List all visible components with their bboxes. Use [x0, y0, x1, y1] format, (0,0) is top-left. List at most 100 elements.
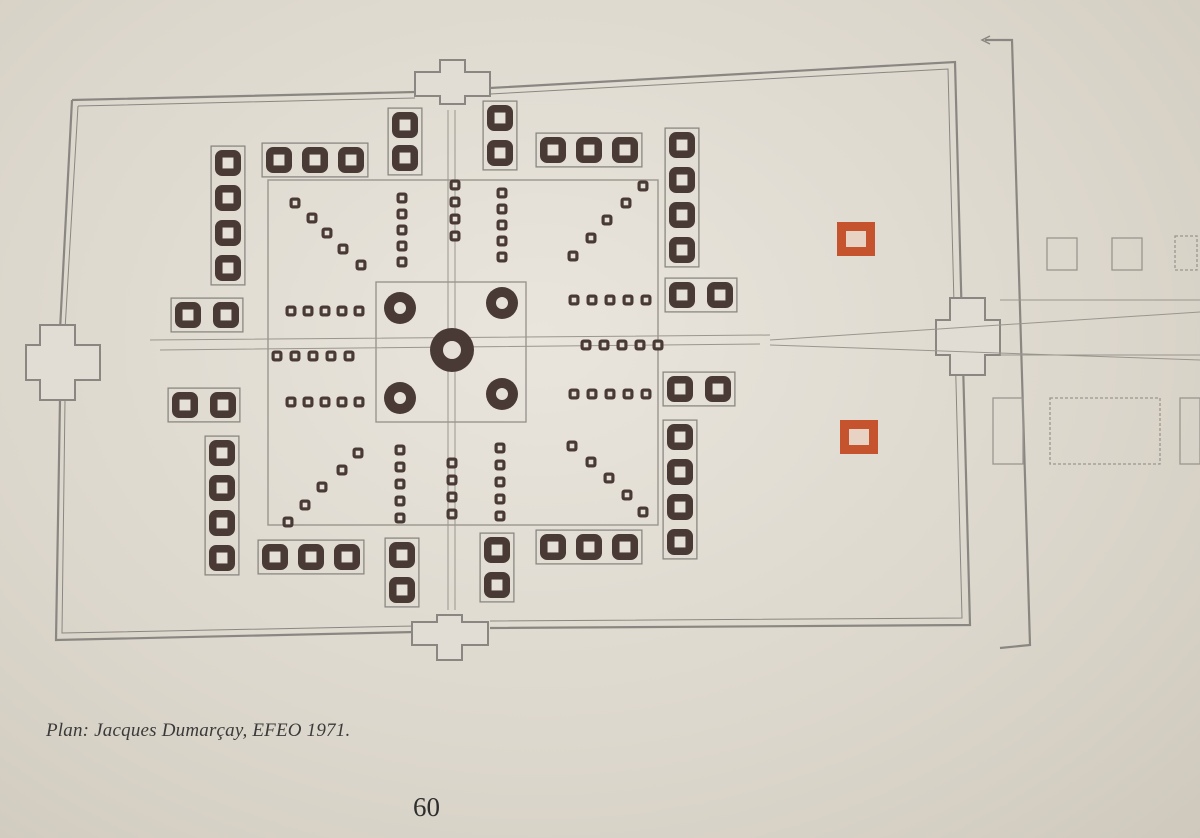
shrine-core — [676, 139, 688, 151]
shrine-platform — [170, 297, 244, 333]
shrine-core — [310, 353, 316, 359]
shrine-core — [497, 445, 503, 451]
shrine-core — [288, 308, 294, 314]
shrine-core — [339, 467, 345, 473]
shrine-core — [607, 391, 613, 397]
shrine-core — [222, 262, 234, 274]
shrine-core — [399, 243, 405, 249]
shrine-core — [637, 342, 643, 348]
shrine-core — [179, 399, 191, 411]
shrine-core — [625, 297, 631, 303]
shrine-core — [269, 551, 281, 563]
shrine-core — [676, 289, 688, 301]
shrine-core — [274, 353, 280, 359]
shrine-core — [499, 254, 505, 260]
shrine-core — [547, 541, 559, 553]
shrine-core — [449, 477, 455, 483]
shrine-core — [222, 157, 234, 169]
shrine-platform — [535, 132, 643, 168]
shrine-core — [606, 475, 612, 481]
shrine-core — [547, 144, 559, 156]
shrine-core — [305, 399, 311, 405]
shrine-core — [452, 216, 458, 222]
shrine-core — [452, 182, 458, 188]
shrine-platform — [662, 371, 736, 407]
shrine-core — [328, 353, 334, 359]
site-plan-drawing — [25, 35, 1200, 661]
shrine-core — [583, 541, 595, 553]
shrine-platform — [167, 387, 241, 423]
shrine-core — [449, 460, 455, 466]
shrine-core — [399, 211, 405, 217]
shrine-core — [399, 227, 405, 233]
shrine-core — [607, 297, 613, 303]
shrine-platform — [384, 537, 420, 608]
shrine-core — [623, 200, 629, 206]
shrine-core — [640, 509, 646, 515]
shrine-core — [619, 541, 631, 553]
shrine-platform — [479, 532, 515, 603]
shrine-core — [588, 459, 594, 465]
shrine-core — [339, 308, 345, 314]
shrine-core — [399, 259, 405, 265]
gate-west — [25, 324, 101, 401]
shrine-core — [583, 144, 595, 156]
shrine-core — [222, 192, 234, 204]
shrine-core — [571, 297, 577, 303]
shrine-core — [216, 517, 228, 529]
shrine-core — [324, 230, 330, 236]
shrine-core — [588, 235, 594, 241]
shrine-core — [273, 154, 285, 166]
shrine-core — [497, 496, 503, 502]
shrine-platform — [664, 277, 738, 313]
shrine-core — [397, 515, 403, 521]
shrine-core — [399, 119, 411, 131]
shrine-core — [491, 579, 503, 591]
shrine-core — [346, 353, 352, 359]
shrine-core — [305, 551, 317, 563]
shrine-platform — [662, 419, 698, 560]
shrine-core — [217, 399, 229, 411]
shrine-core — [571, 391, 577, 397]
shrine-core — [396, 549, 408, 561]
shrine-core — [399, 152, 411, 164]
outer-structures — [992, 235, 1200, 465]
shrine-core — [220, 309, 232, 321]
shrine-core — [674, 383, 686, 395]
shrine-core — [397, 464, 403, 470]
shrine-core — [601, 342, 607, 348]
shrine-core — [182, 309, 194, 321]
shrine-platform — [535, 529, 643, 565]
shrine-core — [712, 383, 724, 395]
shrine-core — [396, 584, 408, 596]
shrine-core — [356, 308, 362, 314]
shrine-core — [494, 112, 506, 124]
shrine-core — [676, 174, 688, 186]
shrine-core — [583, 342, 589, 348]
shrine-core — [216, 552, 228, 564]
shrine-core — [589, 391, 595, 397]
shrine-core — [640, 183, 646, 189]
shrine-core — [292, 353, 298, 359]
shrine-core — [676, 244, 688, 256]
shrine-core — [340, 246, 346, 252]
shrine-core — [494, 147, 506, 159]
shrine-core — [358, 262, 364, 268]
small-shrine-group — [271, 179, 664, 528]
shrine-core — [676, 209, 688, 221]
gate-north — [414, 59, 491, 105]
shrine-core — [397, 447, 403, 453]
shrine-core — [491, 544, 503, 556]
shrine-core — [499, 238, 505, 244]
shrine-core — [397, 481, 403, 487]
shrine-core — [449, 511, 455, 517]
shrine-platform — [482, 100, 518, 171]
shrine-core — [302, 502, 308, 508]
shrine-core — [604, 217, 610, 223]
shrine-core — [309, 215, 315, 221]
shrine-core — [674, 466, 686, 478]
shrine-core — [449, 494, 455, 500]
shrine-platform — [387, 107, 423, 176]
highlight-marker-south — [840, 420, 878, 454]
shrine-core — [674, 431, 686, 443]
